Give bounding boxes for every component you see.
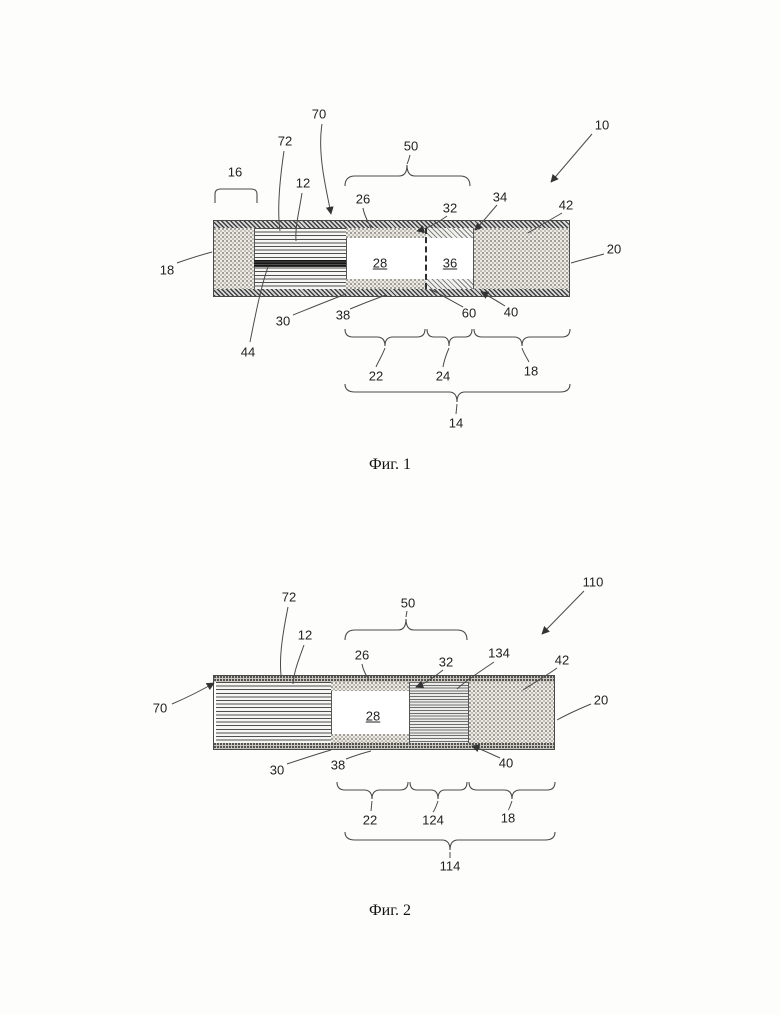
fig2-label-40: 40 bbox=[498, 755, 514, 771]
fig2-seg-134 bbox=[409, 682, 468, 743]
fig2-wrapper-top bbox=[214, 676, 554, 682]
fig2-caption: Фиг. 2 bbox=[369, 902, 411, 919]
fig1-label-36: 36 bbox=[442, 255, 458, 271]
fig1-leader-70-arrow bbox=[320, 123, 334, 215]
fig1-strip-34 bbox=[426, 228, 473, 238]
fig1-underbrace-18 bbox=[473, 328, 571, 347]
fig1-label-50: 50 bbox=[403, 138, 419, 154]
fig1-seg-16-plug bbox=[214, 228, 254, 289]
fig1-label-16: 16 bbox=[227, 164, 243, 180]
fig1-overbrace-50 bbox=[344, 164, 471, 187]
fig2-label-124: 124 bbox=[422, 812, 444, 828]
fig1-label-10: 10 bbox=[594, 117, 610, 133]
fig2-label-28: 28 bbox=[365, 708, 381, 724]
fig1-label-24: 24 bbox=[435, 368, 451, 384]
fig1-label-18-left: 18 bbox=[159, 262, 175, 278]
fig1-leader-10-arrow bbox=[550, 133, 593, 183]
fig2-leader-20 bbox=[556, 703, 592, 721]
fig2-label-22: 22 bbox=[362, 812, 378, 828]
fig2-strip-26 bbox=[331, 682, 409, 691]
fig1-leader-18-bottom bbox=[521, 347, 530, 363]
fig1-caption: Фиг. 1 bbox=[369, 456, 411, 473]
fig1-wrapper-bottom bbox=[214, 289, 569, 296]
fig1-label-38: 38 bbox=[335, 307, 351, 323]
fig1-leader-14 bbox=[455, 403, 458, 415]
fig2-seg-12-tobacco bbox=[216, 682, 331, 743]
fig2-label-18: 18 bbox=[500, 810, 516, 826]
fig2-label-110: 110 bbox=[582, 574, 604, 590]
fig2-label-32: 32 bbox=[438, 654, 454, 670]
fig2-wrapper-bottom bbox=[214, 743, 554, 749]
fig1-label-14: 14 bbox=[448, 415, 464, 431]
fig2-underbrace-124 bbox=[409, 781, 468, 800]
fig1-leader-18-left bbox=[176, 251, 213, 264]
fig1-leader-72 bbox=[278, 150, 285, 232]
fig2-strip-38 bbox=[331, 734, 409, 743]
fig1-leader-24 bbox=[442, 347, 450, 368]
fig1-strip-40 bbox=[426, 279, 473, 289]
fig1-label-20: 20 bbox=[606, 241, 622, 257]
fig1-band-44 bbox=[254, 260, 346, 267]
fig1-label-44: 44 bbox=[240, 344, 256, 360]
fig1-label-22: 22 bbox=[368, 368, 384, 384]
fig1-label-32: 32 bbox=[442, 200, 458, 216]
fig2-label-50: 50 bbox=[400, 595, 416, 611]
fig1-underbrace-24 bbox=[426, 328, 473, 347]
fig2-label-134: 134 bbox=[488, 645, 510, 661]
fig1-underbrace-14 bbox=[344, 383, 571, 403]
fig1-label-70: 70 bbox=[311, 106, 327, 122]
fig2-leader-30 bbox=[286, 749, 332, 765]
fig1-seg-36-chamber bbox=[426, 228, 473, 289]
fig1-wrapper-top bbox=[214, 221, 569, 228]
fig2-label-38: 38 bbox=[330, 757, 346, 773]
fig2-leader-18 bbox=[507, 800, 513, 811]
fig1-leader-50 bbox=[406, 154, 411, 165]
fig1-label-26: 26 bbox=[355, 191, 371, 207]
fig1-leader-22 bbox=[375, 347, 386, 368]
fig1-seg-12-tobacco bbox=[254, 228, 346, 289]
fig2-label-72: 72 bbox=[281, 589, 297, 605]
fig1-strip-26 bbox=[346, 228, 426, 238]
fig2-leader-110-arrow bbox=[541, 590, 585, 635]
fig1-label-60: 60 bbox=[461, 305, 477, 321]
fig2-seg-28-chamber bbox=[331, 682, 409, 743]
fig2-leader-72 bbox=[280, 606, 289, 676]
fig2-leader-124 bbox=[432, 800, 439, 813]
fig2-underbrace-18 bbox=[468, 781, 556, 800]
fig2-underbrace-22 bbox=[336, 781, 409, 800]
fig1-label-40: 40 bbox=[503, 304, 519, 320]
fig1-strip-38 bbox=[346, 279, 426, 289]
fig1-label-18-bottom: 18 bbox=[523, 363, 539, 379]
fig1-label-34: 34 bbox=[492, 189, 508, 205]
fig1-seg-28-chamber bbox=[346, 228, 426, 289]
fig2-label-42: 42 bbox=[554, 652, 570, 668]
fig2-leader-70-arrow bbox=[171, 682, 215, 705]
fig1-dashed-boundary-60 bbox=[425, 228, 427, 289]
fig1-label-30: 30 bbox=[275, 313, 291, 329]
fig1-label-42: 42 bbox=[558, 197, 574, 213]
fig1-leader-20 bbox=[570, 253, 605, 264]
fig2-leader-22 bbox=[370, 800, 373, 812]
fig2-seg-18-mouthpiece bbox=[468, 682, 554, 743]
fig1-seg-18-mouthpiece bbox=[473, 228, 569, 289]
fig1-rod bbox=[213, 220, 570, 297]
fig2-leader-50 bbox=[405, 610, 408, 618]
fig1-label-28: 28 bbox=[372, 255, 388, 271]
fig2-underbrace-114 bbox=[344, 831, 556, 851]
fig2-label-20: 20 bbox=[593, 692, 609, 708]
fig2-label-26: 26 bbox=[354, 647, 370, 663]
fig1-label-12: 12 bbox=[295, 175, 311, 191]
fig2-label-12: 12 bbox=[297, 627, 313, 643]
fig2-rod bbox=[213, 675, 555, 750]
fig2-leader-38 bbox=[345, 750, 372, 760]
fig1-bracket-16 bbox=[214, 188, 258, 203]
fig1-leader-38 bbox=[349, 294, 387, 310]
fig2-label-70: 70 bbox=[152, 700, 168, 716]
fig2-overbrace-50 bbox=[344, 618, 468, 641]
fig2-label-114: 114 bbox=[439, 858, 461, 874]
fig1-label-72: 72 bbox=[277, 133, 293, 149]
fig2-label-30: 30 bbox=[269, 762, 285, 778]
fig1-underbrace-22 bbox=[344, 328, 426, 347]
